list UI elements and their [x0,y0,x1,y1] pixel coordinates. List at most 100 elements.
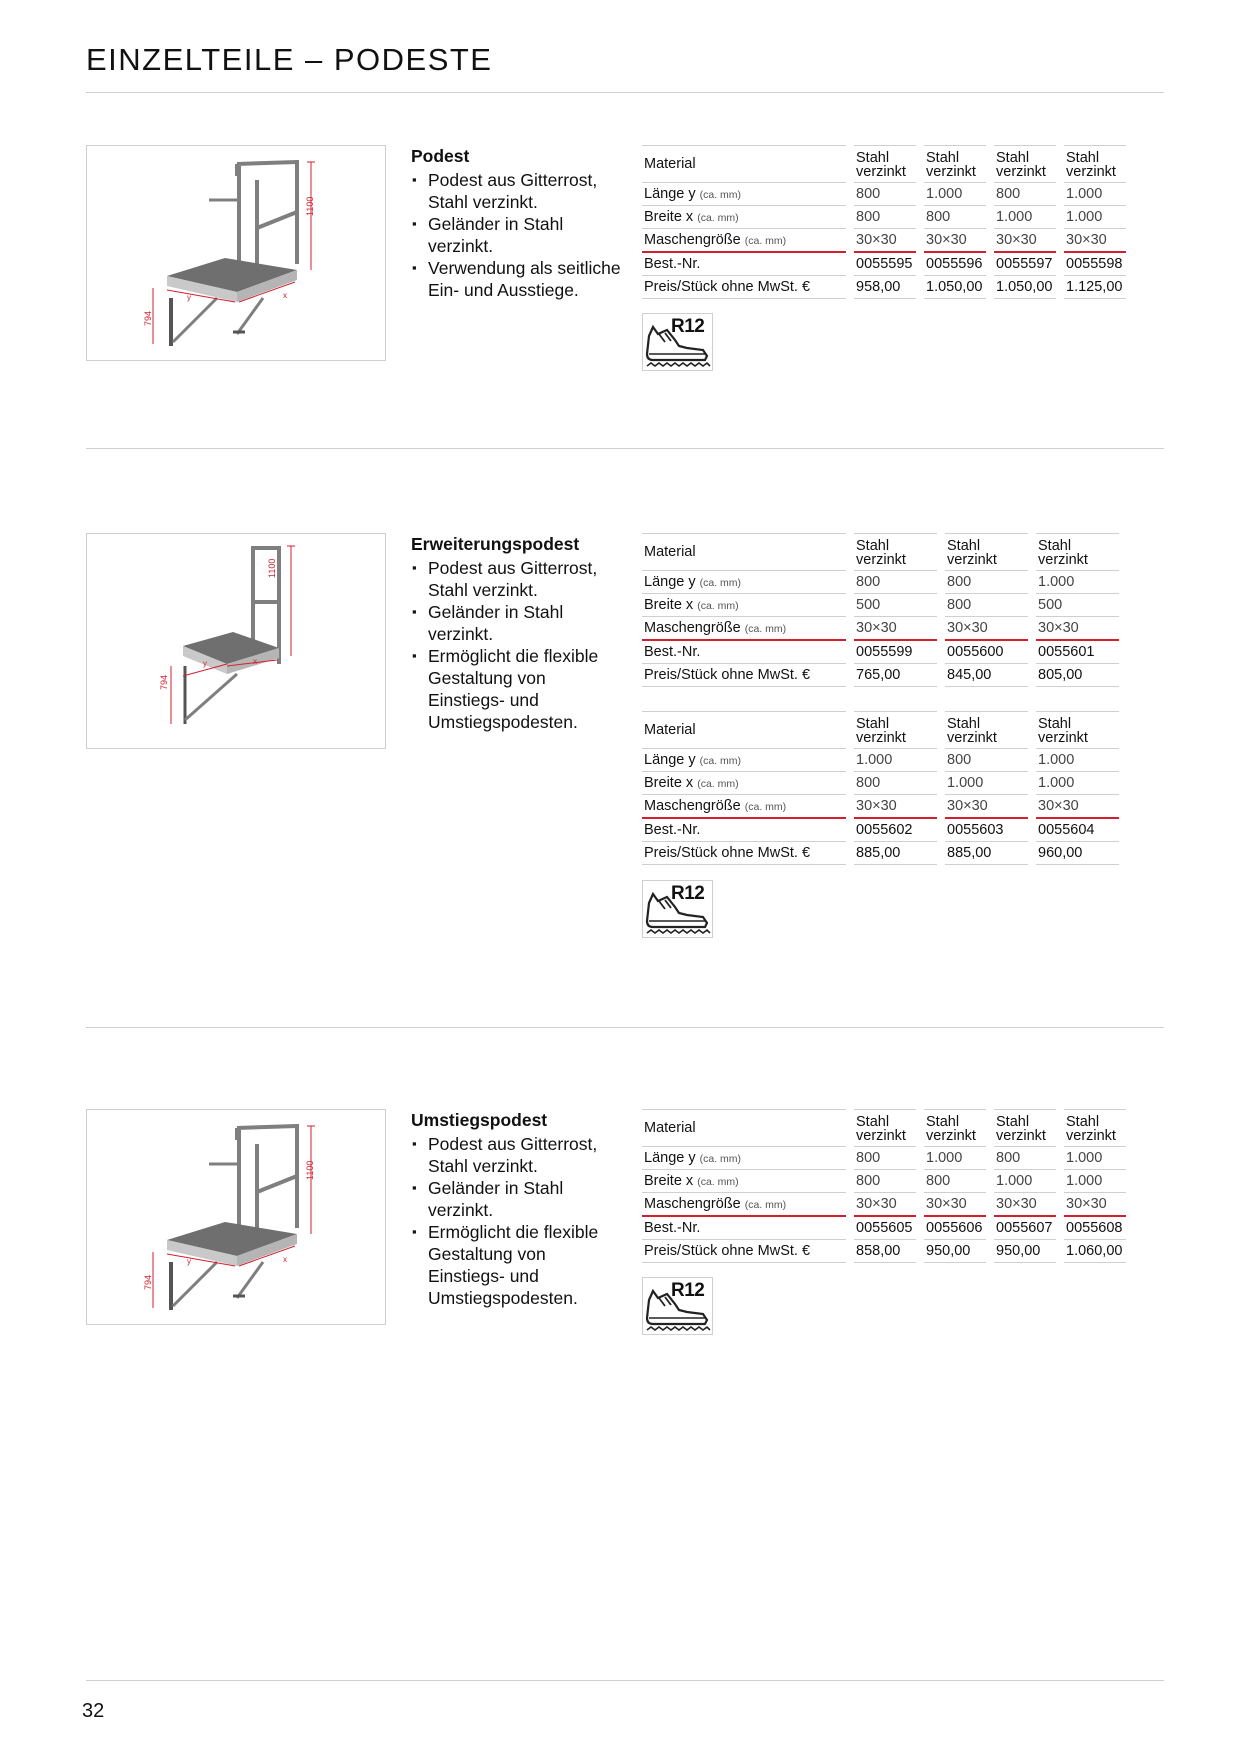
platform-drawing: 1100 794 y x [143,1124,315,1310]
dim-x: x [253,657,257,666]
product-image-umstiegspodest: 1100 794 y x [86,1109,386,1325]
feature-item: Geländer in Stahl verzinkt. [411,1177,621,1221]
row-label: Maschengröße (ca. mm) [642,1192,846,1217]
spec-cell-order_no: 0055595 [856,256,913,272]
row-label: Material [642,145,846,182]
material-line: Stahl [926,1114,960,1130]
material-line: verzinkt [856,1128,906,1144]
spec-cell-price: 885,00 [854,841,937,865]
row-label: Maschengröße (ca. mm) [642,616,846,641]
spec-cell-order_no: 0055600 [947,644,1004,660]
spec-cell-width: 1.000 [1036,771,1119,794]
spec-cell-price: 1.050,00 [994,275,1056,299]
spec-cell-price: 845,00 [945,663,1028,687]
dim-leg: 794 [143,1275,153,1290]
row-label-text: Länge y [644,752,696,768]
material-line: verzinkt [856,552,906,568]
material-line: Stahl [856,1114,890,1130]
row-label-text: Maschengröße [644,1196,741,1212]
spec-cell-mesh: 30×30 [854,1192,916,1217]
material-line: verzinkt [1038,730,1088,746]
row-label-text: Best.-Nr. [644,1220,701,1236]
product-title: Umstiegspodest [411,1110,548,1130]
material-line: verzinkt [856,730,906,746]
feature-item: Geländer in Stahl verzinkt. [411,601,621,645]
dim-height: 1100 [305,1161,315,1180]
spec-cell-price: 805,00 [1036,663,1119,687]
page-number: 32 [82,1700,105,1722]
material-line: verzinkt [926,164,976,180]
badge-label: R12 [671,883,705,904]
spec-cell-mesh: 30×30 [1036,616,1119,641]
spec-cell-width: 800 [924,205,986,228]
spec-cell-order_no: 0055596 [926,256,983,272]
spec-cell-length: 1.000 [854,748,937,771]
spec-cell-mesh: 30×30 [854,794,937,819]
unit-note: (ca. mm) [699,577,742,589]
spec-cell-mesh: 30×30 [924,228,986,253]
spec-cell-mesh: 30×30 [854,616,937,641]
row-label: Länge y (ca. mm) [642,1146,846,1169]
feature-list: Podest aus Gitterrost, Stahl verzinkt. G… [411,1133,621,1309]
spec-cell-mesh: 30×30 [994,228,1056,253]
spec-cell-mesh: 30×30 [994,1192,1056,1217]
spec-cell-price: 1.050,00 [924,275,986,299]
spec-cell-price: 1.125,00 [1064,275,1126,299]
row-label-text: Breite x [644,775,694,791]
product-image-erweiterungspodest: 1100 794 y x [86,533,386,749]
row-label: Maschengröße (ca. mm) [642,794,846,819]
row-label-text: Preis/Stück ohne MwSt. € [644,845,811,861]
spec-cell-price: 950,00 [994,1239,1056,1263]
row-label: Preis/Stück ohne MwSt. € [642,663,846,687]
material-line: verzinkt [926,1128,976,1144]
row-label: Preis/Stück ohne MwSt. € [642,1239,846,1263]
unit-note: (ca. mm) [697,600,739,612]
spec-cell-mesh: 30×30 [1064,1192,1126,1217]
feature-item: Ermöglicht die flexible Gestaltung von E… [411,1221,621,1309]
row-label: Länge y (ca. mm) [642,748,846,771]
spec-cell-width: 500 [854,593,937,616]
unit-note: (ca. mm) [744,1199,787,1211]
row-label-text: Länge y [644,1150,696,1166]
material-line: Stahl [1038,716,1072,732]
dim-height: 1100 [267,559,277,578]
dim-y: y [203,659,207,668]
row-label: Länge y (ca. mm) [642,182,846,205]
spec-cell-order_no: 0055607 [996,1220,1053,1236]
unit-note: (ca. mm) [697,1176,739,1188]
row-label-text: Breite x [644,209,694,225]
row-label-text: Maschengröße [644,798,741,814]
dim-y: y [187,293,191,302]
dim-x: x [283,1255,287,1264]
row-label-text: Preis/Stück ohne MwSt. € [644,279,811,295]
material-line: verzinkt [1066,164,1116,180]
spec-cell-order_no: 0055601 [1038,644,1095,660]
spec-cell-length: 1.000 [1064,182,1126,205]
row-label-text: Maschengröße [644,232,741,248]
row-label-text: Breite x [644,1173,694,1189]
material-line: Stahl [1066,1114,1100,1130]
unit-note: (ca. mm) [699,1153,742,1165]
dim-height: 1100 [305,197,315,216]
